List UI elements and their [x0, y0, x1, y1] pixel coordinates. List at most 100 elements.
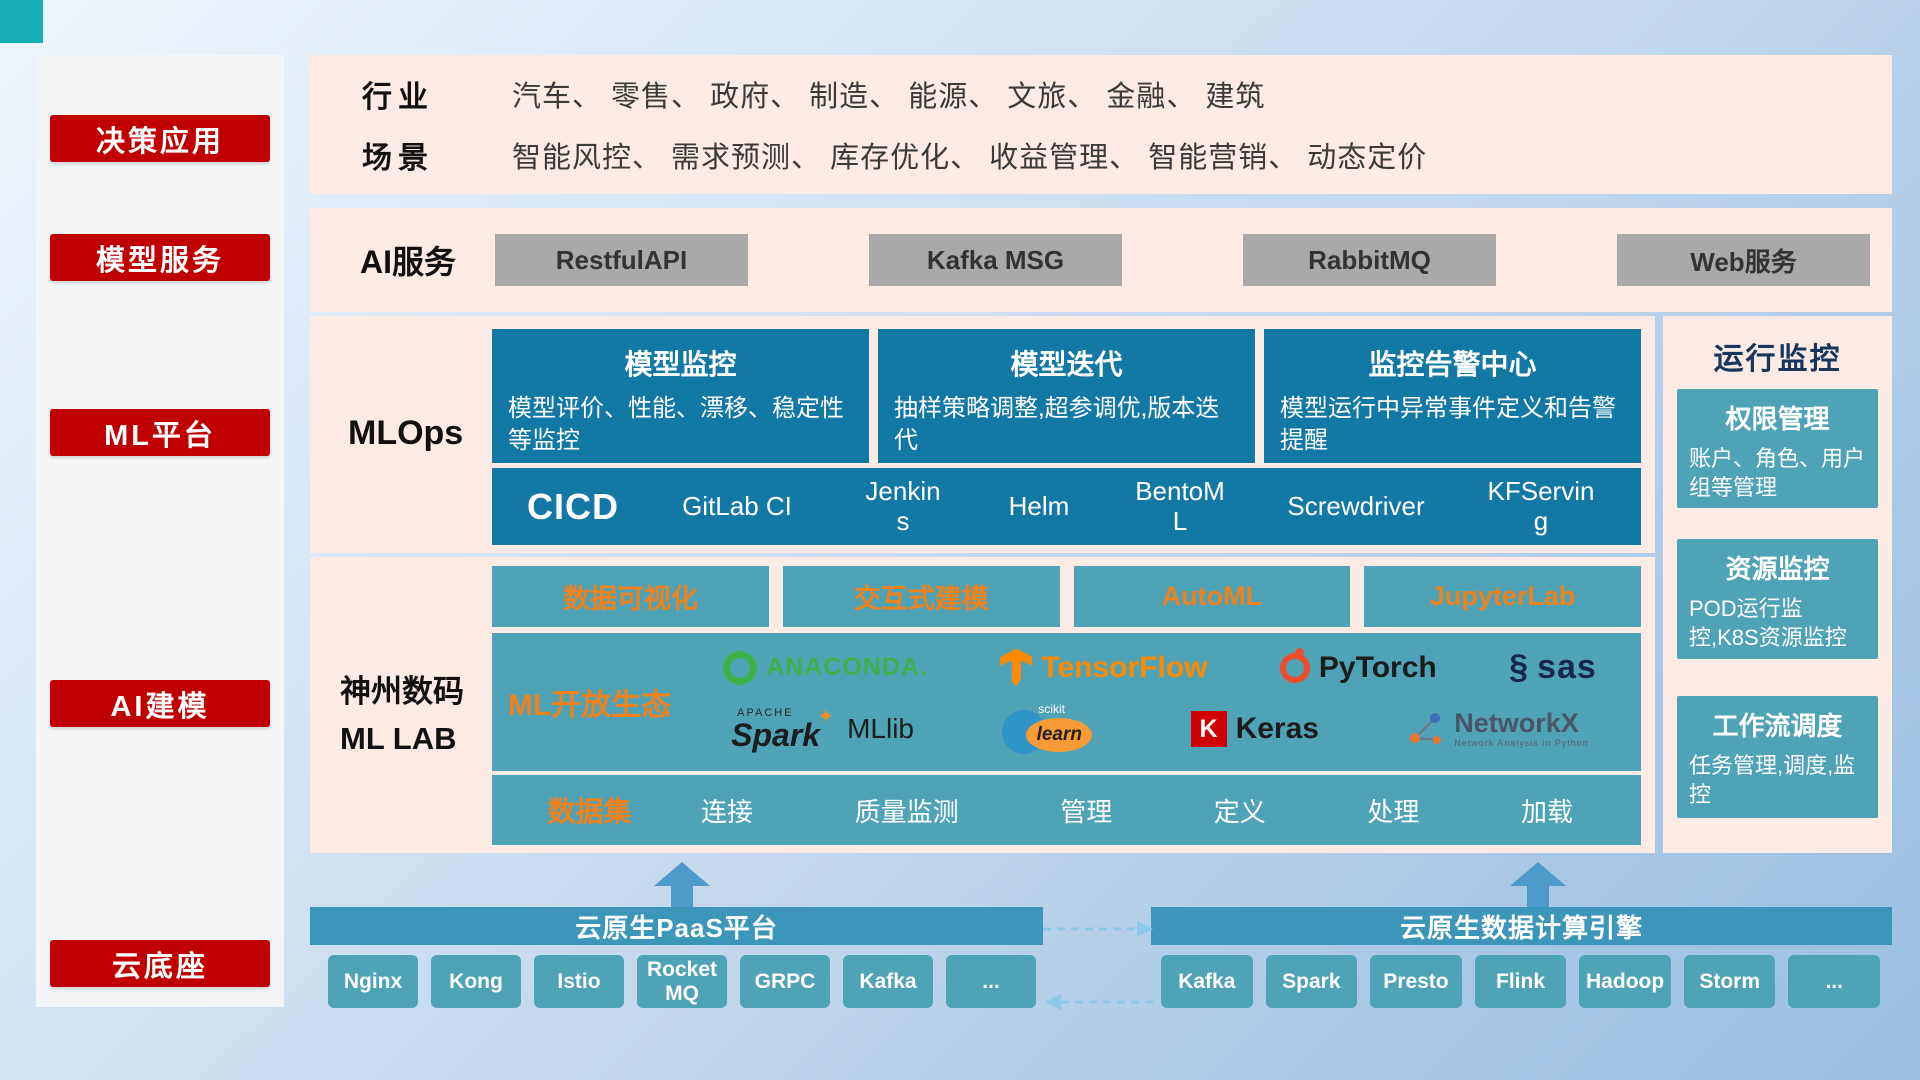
mlops-panel: MLOps 模型监控 模型评价、性能、漂移、稳定性等监控 模型迭代 抽样策略调整…	[310, 316, 1655, 553]
sidebar-item-ml-platform: ML平台	[50, 409, 270, 456]
scenario-list: 智能风控、 需求预测、 库存优化、 收益管理、 智能营销、 动态定价	[512, 142, 1428, 174]
spark-mllib-logo: APACHE Spark✦ MLlib	[731, 706, 914, 753]
dataset-item-manage: 管理	[1060, 796, 1113, 827]
networkx-icon	[1410, 712, 1442, 744]
kfserving-item: KFServing	[1487, 475, 1595, 536]
mlops-label: MLOps	[348, 414, 464, 452]
anaconda-label: ANACONDA.	[766, 653, 928, 681]
bentoml-item: BentoML	[1135, 475, 1225, 536]
istio-box: Istio	[534, 955, 624, 1008]
up-arrow-stem	[1527, 886, 1549, 907]
ml-ecosystem-box: ML开放生态 ANACONDA. TensorFlow PyTorch	[492, 633, 1641, 771]
alert-center-desc: 模型运行中异常事件定义和告警提醒	[1280, 395, 1616, 455]
engine-kafka-box: Kafka	[1161, 955, 1253, 1008]
up-arrow-head	[654, 862, 710, 886]
cicd-label: CICD	[527, 485, 619, 527]
industry-list: 汽车、 零售、 政府、 制造、 能源、 文旅、 金融、 建筑	[512, 81, 1266, 113]
scenario-label: 场景	[362, 142, 434, 175]
nginx-box: Nginx	[328, 955, 418, 1008]
scikit-learn-learn-text: learn	[1036, 724, 1082, 745]
dataset-bar: 数据集 连接 质量监测 管理 定义 处理 加载	[492, 775, 1641, 845]
engine-presto-box: Presto	[1370, 955, 1462, 1008]
engine-more-box: ...	[1788, 955, 1881, 1008]
anaconda-icon	[723, 650, 758, 685]
kafka-msg-box: Kafka MSG	[869, 234, 1122, 286]
dataset-item-process: 处理	[1367, 796, 1420, 827]
anaconda-logo: ANACONDA.	[723, 650, 928, 685]
dataset-items: 连接 质量监测 管理 定义 处理 加载	[687, 792, 1641, 829]
pytorch-icon	[1279, 647, 1310, 683]
scikit-learn-orange-ellipse: learn	[1026, 718, 1093, 752]
jenkins-item: Jenkins	[865, 475, 941, 536]
keras-icon: K	[1190, 711, 1227, 747]
scenario-row: 场景 智能风控、 需求预测、 库存优化、 收益管理、 智能营销、 动态定价	[362, 133, 1892, 177]
dataset-item-load: 加载	[1520, 796, 1573, 827]
resource-monitor-card: 资源监控 POD运行监控,K8S资源监控	[1677, 539, 1878, 659]
kong-box: Kong	[431, 955, 521, 1008]
run-monitor-panel: 运行监控 权限管理 账户、角色、用户组等管理 资源监控 POD运行监控,K8S资…	[1663, 316, 1892, 853]
spark-text: Spark	[731, 716, 821, 753]
data-visualization-box: 数据可视化	[492, 566, 769, 627]
scikit-learn-logo: learn scikit	[1002, 702, 1102, 756]
ml-lab-label: 神州数码 ML LAB	[340, 669, 464, 762]
networkx-logo: NetworkX Network Analysis in Python	[1407, 709, 1589, 749]
up-arrow-engine	[1510, 862, 1566, 907]
ml-lab-panel: 神州数码 ML LAB 数据可视化 交互式建模 AutoML JupyterLa…	[310, 557, 1655, 853]
keras-logo: K Keras	[1190, 711, 1319, 747]
tensorflow-icon	[1000, 648, 1033, 687]
pytorch-label: PyTorch	[1318, 650, 1437, 684]
screwdriver-item: Screwdriver	[1287, 490, 1425, 521]
industry-label: 行业	[362, 81, 434, 114]
ecosystem-logos: ANACONDA. TensorFlow PyTorch § sas	[687, 633, 1641, 771]
networkx-wordmark: NetworkX Network Analysis in Python	[1454, 709, 1589, 749]
interactive-modeling-box: 交互式建模	[782, 566, 1060, 627]
spark-label: Spark✦	[731, 707, 834, 753]
up-arrow-stem	[671, 886, 693, 907]
restfulapi-box: RestfulAPI	[495, 234, 748, 286]
dataset-item-define: 定义	[1213, 796, 1266, 827]
industry-scenario-panel: 行业 汽车、 零售、 政府、 制造、 能源、 文旅、 金融、 建筑 场景 智能风…	[310, 55, 1892, 194]
automl-box: AutoML	[1073, 566, 1351, 627]
dashed-arrowhead-right	[1137, 921, 1153, 937]
resource-monitor-desc: POD运行监控,K8S资源监控	[1689, 596, 1847, 651]
dataset-item-quality: 质量监测	[854, 796, 959, 827]
cicd-items: GitLab CI Jenkins Helm BentoML Screwdriv…	[671, 475, 1599, 537]
permission-mgmt-title: 权限管理	[1725, 404, 1830, 434]
kafka-box: Kafka	[843, 955, 933, 1008]
sidebar-item-decision-apps: 决策应用	[50, 115, 270, 162]
left-sidebar: 决策应用 模型服务 ML平台 AI建模 云底座	[36, 55, 284, 1007]
tensorflow-logo: TensorFlow	[1000, 648, 1208, 687]
sas-logo: § sas	[1509, 648, 1597, 687]
permission-mgmt-card: 权限管理 账户、角色、用户组等管理	[1677, 389, 1878, 508]
sidebar-item-model-service: 模型服务	[50, 234, 270, 281]
pytorch-logo: PyTorch	[1279, 647, 1437, 685]
workflow-schedule-title: 工作流调度	[1712, 711, 1843, 741]
workflow-schedule-desc: 任务管理,调度,监控	[1689, 753, 1856, 808]
pytorch-icon-dot	[1294, 647, 1304, 657]
gitlab-ci-item: GitLab CI	[682, 490, 792, 521]
model-iteration-desc: 抽样策略调整,超参调优,版本迭代	[894, 395, 1220, 455]
jupyterlab-box: JupyterLab	[1364, 566, 1641, 627]
ecosystem-logo-row-2: APACHE Spark✦ MLlib learn scikit K	[687, 702, 1633, 756]
run-monitor-title: 运行监控	[1713, 343, 1842, 376]
model-monitoring-card: 模型监控 模型评价、性能、漂移、稳定性等监控	[492, 329, 869, 463]
workflow-schedule-card: 工作流调度 任务管理,调度,监控	[1677, 696, 1878, 818]
helm-item: Helm	[1008, 490, 1070, 521]
ml-lab-label-line1: 神州数码	[340, 674, 464, 709]
ml-ecosystem-label: ML开放生态	[507, 689, 672, 722]
grpc-box: GRPC	[740, 955, 830, 1008]
web-service-box: Web服务	[1617, 234, 1870, 286]
up-arrow-head	[1510, 862, 1566, 886]
alert-center-card: 监控告警中心 模型运行中异常事件定义和告警提醒	[1264, 329, 1641, 463]
ai-service-buttons: RestfulAPI Kafka MSG RabbitMQ Web服务	[495, 234, 1870, 286]
spark-wordmark: APACHE Spark✦	[731, 706, 834, 753]
ai-service-label: AI服务	[360, 244, 457, 280]
rabbitmq-box: RabbitMQ	[1243, 234, 1496, 286]
ai-service-panel: AI服务 RestfulAPI Kafka MSG RabbitMQ Web服务	[310, 208, 1892, 312]
mllib-label: MLlib	[847, 713, 914, 744]
paas-platform-bar: 云原生PaaS平台	[310, 907, 1043, 945]
engine-components: Kafka Spark Presto Flink Hadoop Storm ..…	[1161, 955, 1881, 1008]
ecosystem-logo-row-1: ANACONDA. TensorFlow PyTorch § sas	[687, 647, 1633, 687]
apache-label: APACHE	[737, 706, 794, 719]
